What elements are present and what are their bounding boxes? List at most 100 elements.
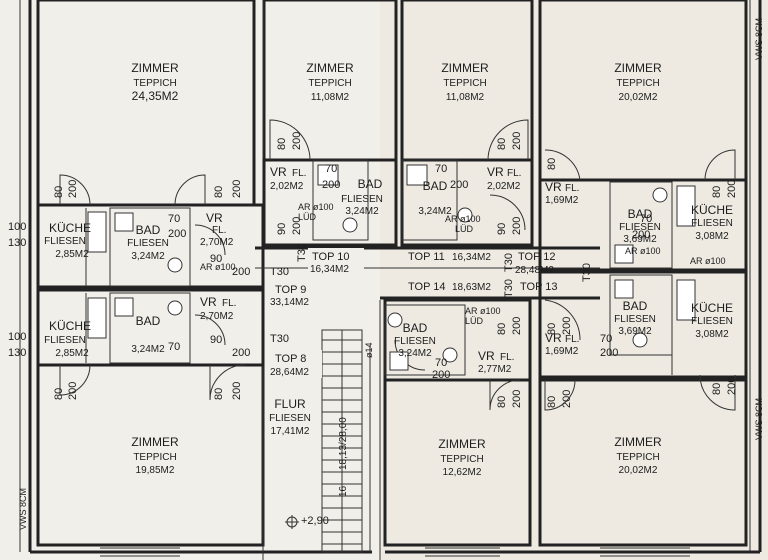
svg-text:BAD: BAD xyxy=(358,177,383,191)
svg-text:VR: VR xyxy=(478,349,495,363)
vdim-80-e: 80 xyxy=(276,138,288,150)
svg-text:FLIESEN: FLIESEN xyxy=(269,413,311,424)
room-kueche-3: KÜCHE FLIESEN 3,08M2 xyxy=(691,203,733,242)
lud-a: LÜD xyxy=(298,212,317,222)
svg-text:FL.: FL. xyxy=(292,168,306,179)
room-zimmer-4: ZIMMER TEPPICH 20,02M2 xyxy=(614,61,662,103)
svg-text:VR: VR xyxy=(545,331,562,345)
svg-text:3,08M2: 3,08M2 xyxy=(695,329,729,340)
svg-text:3,69M2: 3,69M2 xyxy=(623,234,657,245)
svg-text:1,69M2: 1,69M2 xyxy=(545,346,579,357)
vws-label-left: VWS 8CM xyxy=(18,488,28,530)
room-zimmer-2: ZIMMER TEPPICH 11,08M2 xyxy=(306,61,354,103)
svg-text:VR: VR xyxy=(487,165,504,179)
vdim-80-m: 80 xyxy=(711,383,723,395)
vdim-t30-c: T30 xyxy=(503,279,515,298)
dim-70-e: 70 xyxy=(640,213,652,225)
svg-text:3,24M2: 3,24M2 xyxy=(131,344,165,355)
svg-text:VR: VR xyxy=(270,165,287,179)
svg-text:VR: VR xyxy=(200,295,217,309)
svg-text:FLIESEN: FLIESEN xyxy=(614,314,656,325)
room-labels: ZIMMER TEPPICH 24,35M2 ZIMMER TEPPICH 11… xyxy=(44,61,733,478)
room-zimmer-5: ZIMMER TEPPICH 19,85M2 xyxy=(131,435,179,476)
svg-text:ZIMMER: ZIMMER xyxy=(131,61,179,75)
svg-text:3,24M2: 3,24M2 xyxy=(131,251,165,262)
svg-text:2,77M2: 2,77M2 xyxy=(478,364,512,375)
dim-d14: ø14 xyxy=(364,342,374,358)
dim-70-f: 70 xyxy=(600,333,612,345)
svg-text:FLIESEN: FLIESEN xyxy=(394,336,436,347)
svg-text:19,85M2: 19,85M2 xyxy=(136,465,175,476)
ar-100-b: AR ø100 xyxy=(445,214,481,224)
svg-text:BAD: BAD xyxy=(136,314,161,328)
room-bad-6: BAD FLIESEN 3,69M2 xyxy=(614,299,656,337)
dim-200-h: 200 xyxy=(432,369,450,381)
svg-text:FL.: FL. xyxy=(212,225,226,236)
vdim-90-a: 90 xyxy=(276,223,288,235)
room-bad-4: BAD 3,24M2 xyxy=(131,314,165,355)
dim-200-d: 200 xyxy=(322,179,340,191)
svg-text:ZIMMER: ZIMMER xyxy=(441,61,489,75)
svg-text:VR: VR xyxy=(206,211,223,225)
vdim-200-h: 200 xyxy=(291,217,303,235)
svg-text:FLIESEN: FLIESEN xyxy=(44,236,86,247)
vr-6: VR FL. 1,69M2 xyxy=(545,331,579,357)
vdim-200-m: 200 xyxy=(561,390,573,408)
vws-label-right: VWS 8CM xyxy=(754,18,764,60)
svg-text:TEPPICH: TEPPICH xyxy=(443,78,486,89)
svg-text:ZIMMER: ZIMMER xyxy=(614,435,662,449)
room-bad-1: BAD FLIESEN 3,24M2 xyxy=(341,177,383,217)
vdim-t30-a: T30 xyxy=(296,243,308,262)
top-13-label: TOP 13 xyxy=(520,281,558,293)
level-value: +2,90 xyxy=(301,515,329,527)
top-9-label: TOP 9 xyxy=(275,284,306,296)
dim-90-a: 90 xyxy=(210,253,222,265)
dim-70-g: 70 xyxy=(435,357,447,369)
dimension-labels: 100 130 100 130 70 200 90 200 T30 T30 90… xyxy=(8,132,738,408)
dim-200-a: 200 xyxy=(168,228,186,240)
svg-text:KÜCHE: KÜCHE xyxy=(691,301,733,315)
svg-text:2,85M2: 2,85M2 xyxy=(55,348,89,359)
svg-text:BAD: BAD xyxy=(423,179,448,193)
svg-text:2,70M2: 2,70M2 xyxy=(200,237,234,248)
svg-text:ZIMMER: ZIMMER xyxy=(306,61,354,75)
top-11-area: 16,34M2 xyxy=(452,252,491,263)
room-bad-2: BAD 3,24M2 xyxy=(418,179,452,217)
svg-text:FLIESEN: FLIESEN xyxy=(341,194,383,205)
top-10-area: 16,34M2 xyxy=(310,264,349,275)
top-10-label: TOP 10 xyxy=(312,251,350,263)
svg-text:FL.: FL. xyxy=(507,168,521,179)
svg-text:2,02M2: 2,02M2 xyxy=(487,181,521,192)
svg-text:3,24M2: 3,24M2 xyxy=(418,206,452,217)
svg-text:24,35M2: 24,35M2 xyxy=(132,89,179,103)
dim-t30-b: T30 xyxy=(270,333,289,345)
svg-text:3,08M2: 3,08M2 xyxy=(695,231,729,242)
room-kueche-2: KÜCHE FLIESEN 2,85M2 xyxy=(44,319,91,359)
vdim-t30-d: T30 xyxy=(581,263,593,282)
sanitary-fixtures xyxy=(87,164,696,371)
svg-text:ZIMMER: ZIMMER xyxy=(614,61,662,75)
vdim-200-e: 200 xyxy=(291,132,303,150)
svg-text:2,85M2: 2,85M2 xyxy=(55,249,89,260)
vdim-80-l: 80 xyxy=(546,396,558,408)
svg-text:BAD: BAD xyxy=(623,299,648,313)
svg-text:2,02M2: 2,02M2 xyxy=(270,181,304,192)
svg-text:20,02M2: 20,02M2 xyxy=(619,92,658,103)
level-marker: +2,90 xyxy=(285,515,329,529)
ar-100-a: AR ø100 xyxy=(298,202,334,212)
dim-70-d: 70 xyxy=(435,163,447,175)
vdim-80-f: 80 xyxy=(496,138,508,150)
top-11-label: TOP 11 xyxy=(408,251,445,263)
dim-200-g: 200 xyxy=(600,347,618,359)
top-10-box xyxy=(308,248,364,276)
svg-text:KÜCHE: KÜCHE xyxy=(49,319,91,333)
vr-7: VR FL. 2,77M2 xyxy=(478,349,514,375)
vdim-200-l: 200 xyxy=(511,390,523,408)
svg-text:KÜCHE: KÜCHE xyxy=(49,221,91,235)
vr-5: VR FL. 1,69M2 xyxy=(545,180,579,206)
top-9-area: 33,14M2 xyxy=(270,297,309,308)
vr-1: VR FL. 2,02M2 xyxy=(270,165,306,192)
lud-b: LÜD xyxy=(455,224,474,234)
vr-labels: VR FL. 2,02M2 VR FL. 2,02M2 VR FL. 2,70M… xyxy=(200,165,579,375)
